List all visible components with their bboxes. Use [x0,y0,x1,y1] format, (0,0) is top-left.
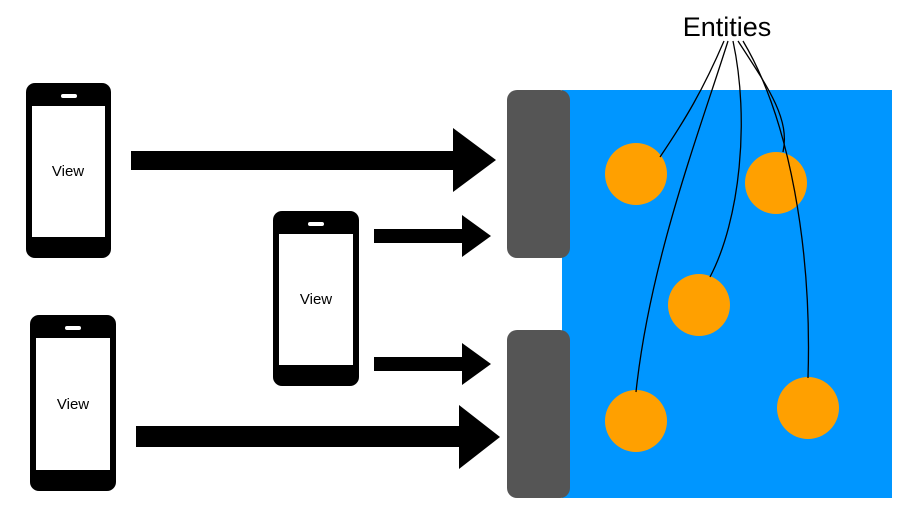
leader-line [659,40,725,158]
phone-view-2: View [273,211,359,386]
phone-screen [279,234,353,365]
phone-speaker [61,94,77,98]
leader-line [635,40,729,393]
leader-line [742,40,810,379]
arrow-small [374,343,491,385]
entity-circle [605,143,667,205]
view-label: View [300,291,332,308]
entity-circle [668,274,730,336]
connection-arrows [131,128,500,469]
phone-screen [36,338,110,470]
leader-line [737,40,785,153]
phone-speaker [308,222,324,226]
entity-circle [605,390,667,452]
phone-screen [32,106,105,237]
gateway-top [507,90,570,258]
entity-circle [777,377,839,439]
view-label: View [52,163,84,180]
phone-view-3: View [30,315,116,491]
arrow-large [136,405,500,469]
arrow-small [374,215,491,257]
phone-speaker [65,326,81,330]
leader-line [709,40,742,278]
entity-circle [745,152,807,214]
view-label: View [57,396,89,413]
arrow-large [131,128,496,192]
entities-label: Entities [683,12,772,42]
phone-view-1: View [26,83,111,258]
gateway-bottom [507,330,570,498]
entity-leader-lines [635,40,810,393]
